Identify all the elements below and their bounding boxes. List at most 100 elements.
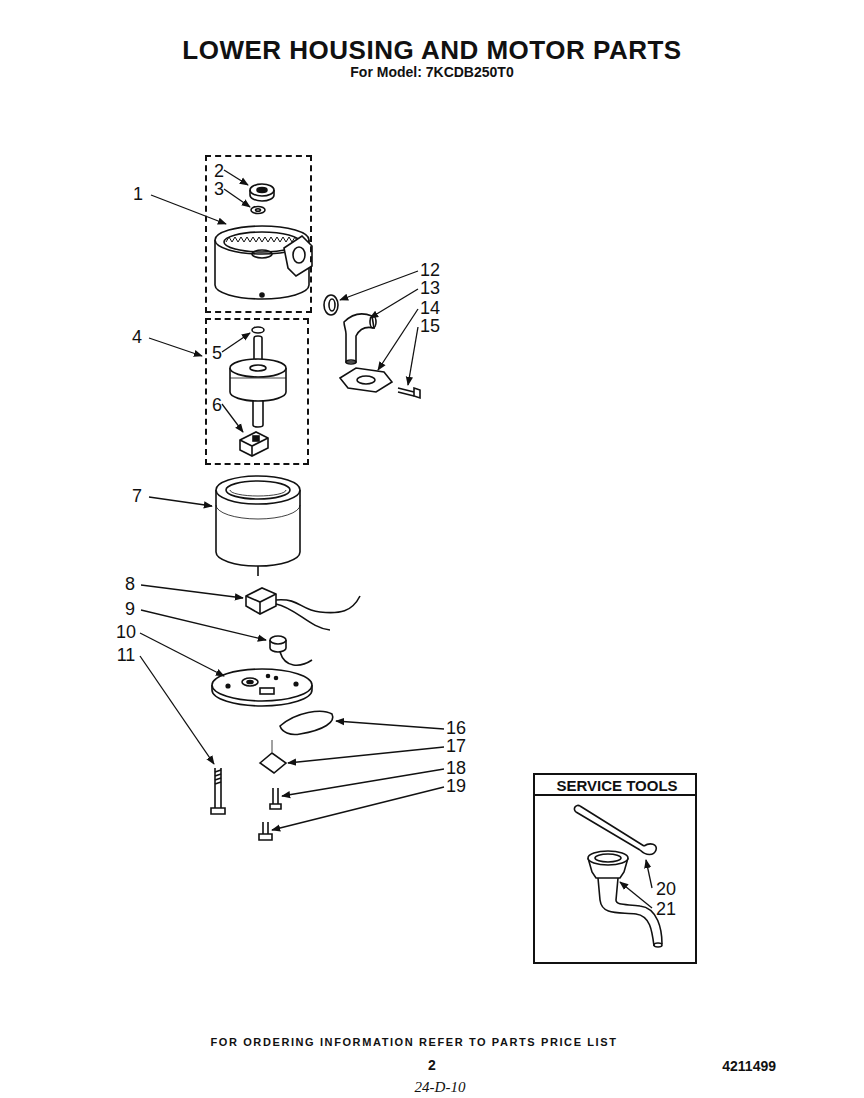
callout-number: 1 (133, 185, 143, 205)
leader-line (272, 787, 444, 830)
leader-line (224, 170, 248, 185)
end-plate-part (242, 678, 258, 686)
flange-part (357, 376, 375, 384)
screw-part (414, 388, 420, 398)
gasket-part (324, 295, 338, 315)
end-plate-part (260, 688, 274, 694)
screw-part (259, 834, 272, 840)
leader-line (288, 747, 444, 763)
callout-number: 2 (214, 162, 224, 182)
pad-part (272, 740, 273, 752)
gasket-part (329, 299, 335, 311)
bolt-part (215, 770, 221, 784)
service-tool-part (576, 806, 644, 850)
leader-line (336, 721, 444, 729)
rotor-part (254, 336, 262, 338)
parts-illustration (211, 184, 696, 947)
callout-number: 10 (116, 623, 136, 643)
shield-part (280, 711, 333, 734)
page-title: LOWER HOUSING AND MOTOR PARTS (182, 36, 681, 65)
callout-number: 3 (214, 180, 224, 200)
bolt-part (211, 808, 225, 814)
leader-line (151, 195, 226, 224)
leader-line (224, 189, 250, 207)
end-plate-part (275, 677, 278, 680)
rotor-part (230, 378, 286, 379)
screw-part (398, 388, 414, 396)
leader-line (222, 333, 250, 352)
service-tool-part (588, 851, 628, 865)
rotor-part (230, 336, 286, 427)
end-plate-part (267, 675, 270, 678)
screw-part (259, 822, 272, 840)
bracket-part (240, 432, 268, 456)
rotor-part (253, 400, 263, 427)
pad-part (260, 740, 286, 773)
leader-line (222, 404, 243, 432)
hose-part (346, 360, 356, 364)
dashed-group-box: 23 (205, 155, 312, 313)
leader-line (620, 882, 652, 908)
screw-part (270, 804, 281, 809)
leader-line (140, 633, 224, 676)
callout-number: 17 (446, 737, 466, 757)
callout-number: 6 (212, 396, 222, 416)
bracket-part (253, 436, 259, 441)
callout-number: 18 (446, 759, 466, 779)
rotor-part (230, 359, 286, 377)
callout-number: 19 (446, 777, 466, 797)
washer-part (252, 327, 264, 333)
switch-part (246, 594, 276, 614)
dashed-group-box: 56 (205, 318, 309, 465)
panel-heading: SERVICE TOOLS (556, 778, 677, 795)
screw-part (263, 822, 268, 834)
bolt-part (211, 768, 225, 814)
callout-number: 21 (656, 900, 676, 920)
callout-number: 14 (420, 299, 440, 319)
stator-part (216, 505, 300, 519)
end-plate-part (294, 682, 298, 686)
lower-housing-part (293, 247, 305, 263)
washer-part (251, 207, 265, 214)
lower-housing-part (284, 236, 312, 276)
end-plate-part (247, 681, 253, 684)
bearing-part (257, 188, 267, 193)
callout-number: 9 (125, 600, 135, 620)
rotor-part (250, 365, 266, 371)
model-label: For Model: 7KCDB250T0 (350, 65, 513, 80)
screw-part (273, 788, 278, 804)
leader-line (370, 289, 418, 318)
leader-line (646, 860, 652, 888)
end-plate-part (212, 669, 312, 701)
screw-part (398, 388, 420, 398)
stator-part (216, 476, 300, 504)
service-tool-part (616, 900, 662, 944)
switch-part (276, 604, 330, 630)
leader-line (141, 610, 266, 640)
flange-part (340, 368, 392, 392)
service-tool-part (574, 805, 580, 812)
hose-part (344, 314, 376, 364)
service-tool-part (654, 943, 662, 947)
callout-number: 16 (446, 719, 466, 739)
lower-housing-part (252, 250, 272, 258)
stator-part (230, 490, 286, 496)
document-number: 4211499 (722, 1059, 776, 1074)
lower-housing-part (260, 293, 264, 297)
callout-number: 12 (420, 261, 440, 281)
flange-part (340, 368, 392, 392)
stator-part (226, 481, 290, 499)
callout-number: 4 (132, 328, 142, 348)
callout-number: 20 (656, 880, 676, 900)
callout-number: 7 (132, 487, 142, 507)
callout-number: 11 (117, 646, 136, 666)
service-tools-panel: SERVICE TOOLS 2021 (533, 773, 697, 964)
bearing-part (250, 184, 274, 201)
page-number: 2 (428, 1058, 436, 1073)
service-tool-part (595, 854, 621, 862)
leader-line (282, 769, 444, 796)
callout-number: 8 (125, 575, 135, 595)
bearing-part (250, 184, 274, 196)
callout-number: 13 (420, 279, 440, 299)
